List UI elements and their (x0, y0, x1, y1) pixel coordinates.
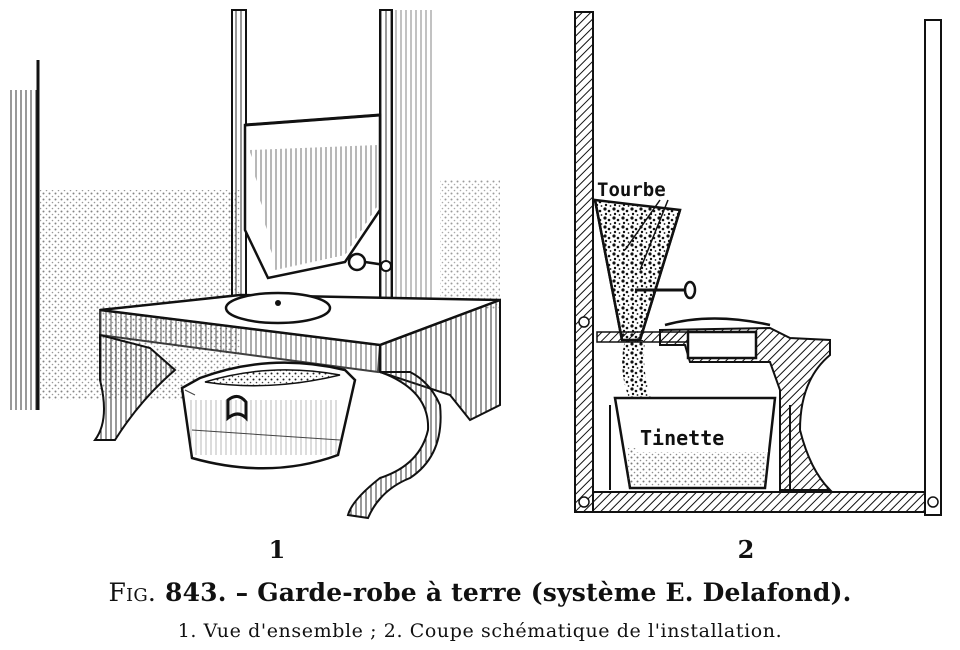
caption-dash: – (235, 578, 249, 607)
lever-knob (347, 252, 367, 272)
panel-2-number: 2 (737, 535, 755, 564)
panel-1-number: 1 (268, 535, 286, 564)
figure-caption-subtitle: 1. Vue d'ensemble ; 2. Coupe schématique… (177, 620, 783, 642)
seat-left-leg (93, 333, 177, 441)
hopper-shading (250, 145, 378, 270)
pail-handle (226, 395, 248, 422)
section-right-wall (924, 19, 942, 516)
seat-front-board (99, 308, 382, 374)
label-tinette: Tinette (640, 426, 724, 450)
back-wall-shading-right (440, 180, 500, 310)
label-tourbe: Tourbe (597, 179, 666, 201)
figure-caption-title: Fig. 843. – Garde-robe à terre (système … (0, 578, 960, 607)
left-wall-shading (8, 90, 38, 410)
caption-title-text: Garde-robe à terre (système E. Delafond)… (257, 578, 852, 607)
section-seat-lid (686, 330, 758, 360)
fig-number: 843. (164, 578, 227, 607)
seat-lid (224, 291, 332, 325)
panel-2-section-drawing (574, 11, 942, 516)
section-left-wall (574, 11, 594, 513)
section-seat-bowl (659, 326, 833, 491)
section-floor (592, 491, 926, 513)
panel-1-overview-drawing (8, 9, 501, 520)
right-post-shadow (395, 10, 435, 300)
seat-right-leg (346, 371, 442, 520)
fig-prefix: Fig. (108, 578, 157, 607)
